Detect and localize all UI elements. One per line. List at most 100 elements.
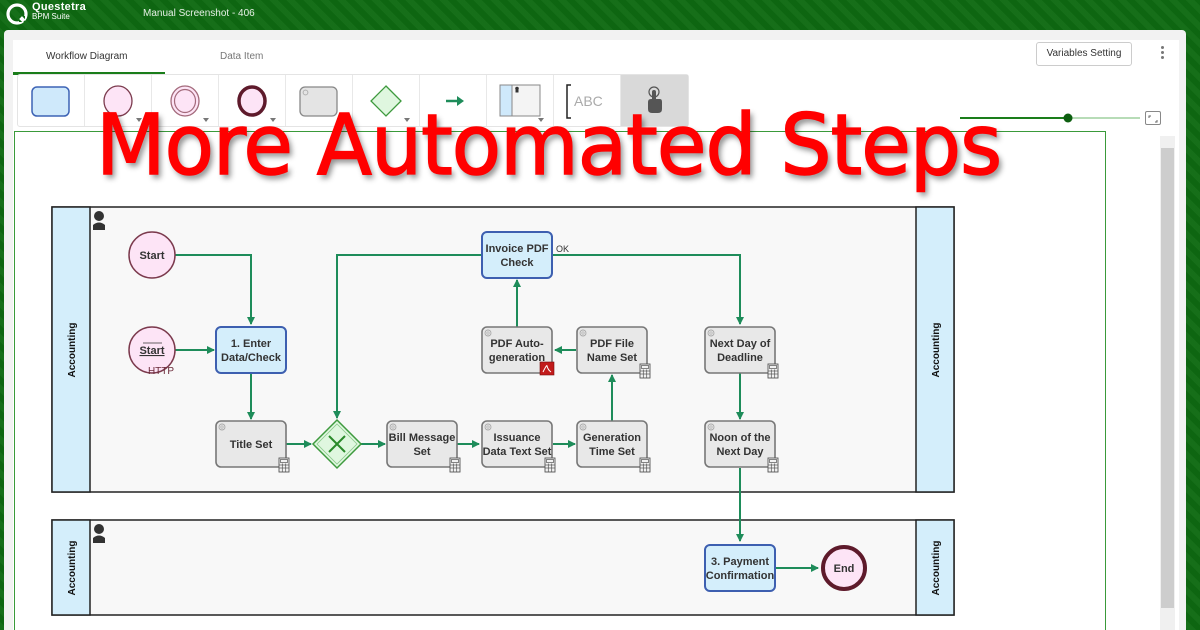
task-invoice-pdf-check[interactable]: Invoice PDF Check	[481, 231, 553, 279]
svg-text:Data/Check: Data/Check	[221, 352, 282, 364]
user-icon	[93, 211, 105, 230]
dropdown-caret-icon[interactable]	[538, 118, 544, 122]
rounded-rect-gray-gear-icon	[299, 86, 338, 117]
svg-text:Data Text Set: Data Text Set	[483, 446, 552, 458]
dropdown-caret-icon[interactable]	[203, 118, 209, 122]
exclusive-gateway[interactable]	[311, 418, 363, 470]
svg-text:Set: Set	[413, 446, 430, 458]
vertical-scrollbar[interactable]	[1160, 136, 1175, 630]
calculator-icon	[639, 457, 651, 473]
end-event-tool[interactable]	[219, 75, 286, 126]
hand-pointer-icon	[648, 86, 662, 113]
zoom-slider[interactable]	[960, 113, 1140, 123]
gateway-tool[interactable]	[353, 75, 420, 126]
scrollbar-thumb[interactable]	[1161, 148, 1174, 608]
task-next-day-of-deadline[interactable]: Next Day of Deadline	[704, 326, 779, 379]
http-start-event[interactable]: Start HTTP	[128, 326, 176, 377]
calculator-icon	[767, 363, 779, 379]
tab-workflow-diagram[interactable]: Workflow Diagram	[46, 51, 128, 62]
circle-thick-icon	[237, 85, 267, 117]
brand: Questetra BPM Suite	[32, 2, 86, 22]
lane-label: Accounting	[67, 323, 78, 378]
svg-text:Generation: Generation	[583, 432, 641, 444]
swimlane-2: Accounting Accounting	[51, 519, 955, 616]
flow-tool[interactable]	[420, 75, 487, 126]
svg-text:Issuance: Issuance	[493, 432, 540, 444]
tab-data-item[interactable]: Data Item	[220, 51, 264, 62]
task-title-set[interactable]: Title Set	[215, 420, 290, 473]
start-event[interactable]: Start	[128, 231, 176, 279]
lane-header-left	[51, 519, 91, 616]
fit-to-screen-icon[interactable]	[1145, 111, 1161, 125]
lane-label: Accounting	[931, 541, 942, 596]
automated-task-tool[interactable]	[286, 75, 353, 126]
circle-double-icon	[170, 85, 200, 117]
task-bill-message-set[interactable]: Bill Message Set	[386, 420, 461, 473]
lane-header-right	[915, 519, 955, 616]
calculator-icon	[767, 457, 779, 473]
calculator-icon	[278, 457, 290, 473]
svg-text:3. Payment: 3. Payment	[711, 556, 769, 568]
calculator-icon	[449, 457, 461, 473]
lane-header-right	[915, 206, 955, 493]
dropdown-caret-icon[interactable]	[337, 118, 343, 122]
intermediate-event-tool[interactable]	[152, 75, 219, 126]
sequence-flows	[175, 254, 819, 572]
svg-text:Check: Check	[500, 257, 534, 269]
task-issuance-data-text-set[interactable]: Issuance Data Text Set	[481, 420, 556, 473]
svg-text:Next Day: Next Day	[716, 446, 764, 458]
lane-header-left	[51, 206, 91, 493]
svg-text:End: End	[834, 563, 855, 575]
svg-text:Start: Start	[139, 345, 164, 357]
x-mark-icon	[328, 435, 346, 453]
questetra-logo-icon	[6, 3, 28, 25]
headline-overlay: More Automated Steps	[95, 96, 1003, 194]
swimlane-tool[interactable]	[487, 75, 554, 126]
task-pdf-auto-generation[interactable]: PDF Auto- generation	[481, 326, 555, 376]
svg-text:Time Set: Time Set	[589, 446, 635, 458]
svg-text:PDF Auto-: PDF Auto-	[490, 338, 544, 350]
diamond-icon	[370, 85, 402, 117]
task-enter-data-check[interactable]: 1. Enter Data/Check	[215, 326, 287, 374]
kebab-icon[interactable]	[1158, 45, 1166, 61]
app-header: Questetra BPM Suite Manual Screenshot - …	[0, 0, 1200, 28]
annotation-tool[interactable]: ABC	[554, 75, 621, 126]
brand-name: Questetra	[32, 1, 87, 13]
svg-text:generation: generation	[489, 352, 546, 364]
lane-label: Accounting	[67, 541, 78, 596]
select-tool[interactable]	[621, 75, 688, 126]
human-task-tool[interactable]	[18, 75, 85, 126]
svg-text:Deadline: Deadline	[717, 352, 763, 364]
svg-text:Title Set: Title Set	[230, 439, 273, 451]
flow	[333, 254, 482, 419]
pdf-icon	[539, 361, 555, 376]
calculator-icon	[544, 457, 556, 473]
rounded-rect-blue-icon	[31, 86, 70, 117]
user-icon	[93, 524, 105, 543]
circle-thin-icon	[103, 85, 133, 117]
svg-text:Next Day of: Next Day of	[710, 338, 771, 350]
lane-label: Accounting	[931, 323, 942, 378]
task-payment-confirmation[interactable]: 3. Payment Confirmation	[704, 544, 776, 592]
task-pdf-file-name-set[interactable]: PDF File Name Set	[576, 326, 651, 379]
svg-text:Confirmation: Confirmation	[706, 570, 775, 582]
flow	[175, 254, 255, 325]
window-title: Manual Screenshot - 406	[143, 8, 255, 19]
svg-text:ABC: ABC	[574, 93, 603, 109]
svg-text:1. Enter: 1. Enter	[231, 338, 272, 350]
dropdown-caret-icon[interactable]	[270, 118, 276, 122]
calculator-icon	[639, 363, 651, 379]
dropdown-caret-icon[interactable]	[404, 118, 410, 122]
flow	[552, 254, 744, 325]
dropdown-caret-icon[interactable]	[136, 118, 142, 122]
flow-label-ok: OK	[556, 244, 569, 254]
zoom-slider-handle[interactable]	[1063, 113, 1073, 123]
end-event[interactable]: End	[821, 545, 867, 591]
task-generation-time-set[interactable]: Generation Time Set	[576, 420, 651, 473]
http-label: HTTP	[148, 366, 174, 377]
start-event-tool[interactable]	[85, 75, 152, 126]
variables-setting-button[interactable]: Variables Setting	[1036, 42, 1132, 66]
arrow-right-icon	[446, 96, 464, 106]
task-noon-of-the-next-day[interactable]: Noon of the Next Day	[704, 420, 779, 473]
